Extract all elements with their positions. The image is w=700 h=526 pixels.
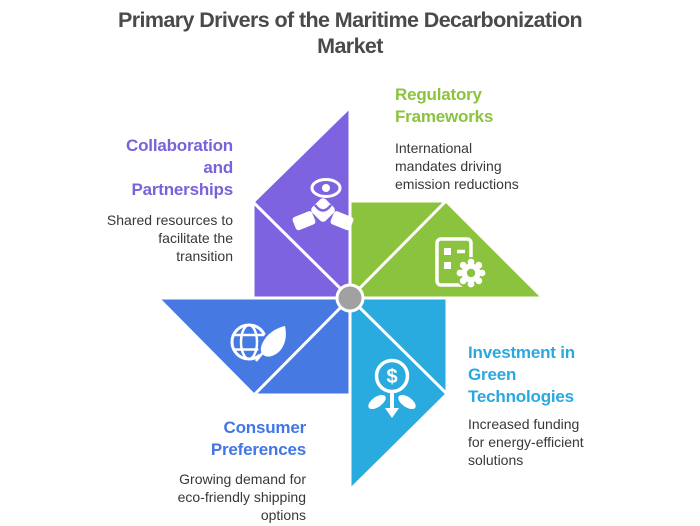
section-description: International mandates driving emission … <box>395 140 519 192</box>
blade-divider-lines <box>251 199 449 397</box>
dollar-plant-icon: $ <box>368 358 416 418</box>
handshake-eye-icon <box>292 178 354 231</box>
section-description: Growing demand for eco-friendly shipping… <box>177 471 306 523</box>
section-title: Investment in Green Technologies <box>468 343 575 406</box>
section-description: Shared resources to facilitate the trans… <box>106 212 233 264</box>
document-gear-icon <box>435 237 487 289</box>
collaboration-blade <box>251 105 352 300</box>
section-regulatory: Regulatory Frameworks International mand… <box>395 84 570 193</box>
hub-circle <box>335 283 365 313</box>
page-title: Primary Drivers of the Maritime Decarbon… <box>117 8 583 58</box>
section-title: Regulatory Frameworks <box>395 85 494 126</box>
section-description: Increased funding for energy-efficient s… <box>468 416 584 468</box>
section-consumer: Consumer Preferences Growing demand for … <box>106 417 307 524</box>
section-investment: Investment in Green Technologies Increas… <box>468 342 648 469</box>
dollar-icon: $ <box>386 366 397 388</box>
globe-leaf-icon <box>230 322 289 362</box>
investment-blade <box>348 296 449 492</box>
section-title: Collaboration and Partnerships <box>126 136 233 199</box>
section-collaboration: Collaboration and Partnerships Shared re… <box>43 135 233 265</box>
section-title: Consumer Preferences <box>210 418 306 459</box>
consumer-blade <box>156 296 352 397</box>
